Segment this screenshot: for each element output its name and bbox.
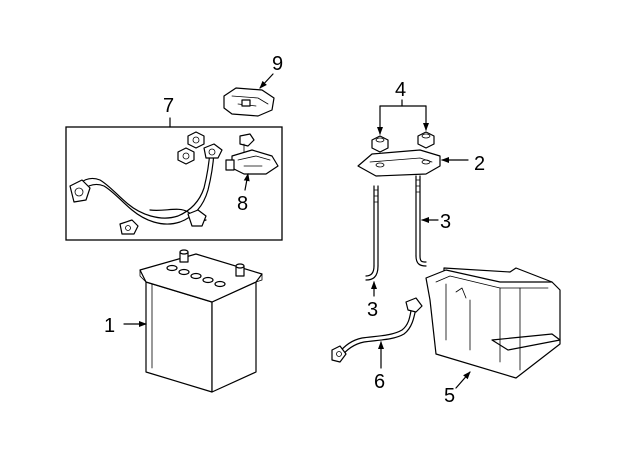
- battery-cell-caps: [166, 264, 226, 288]
- callout-7: 7: [163, 95, 174, 117]
- nuts-part: 4: [371, 79, 435, 153]
- callout-6: 6: [374, 371, 385, 393]
- callout-3-left: 3: [367, 299, 378, 321]
- positive-cable: [69, 143, 223, 227]
- harness-group: 7 8: [65, 95, 283, 241]
- terminal-cover-part: [225, 149, 279, 175]
- callout-1: 1: [104, 315, 115, 337]
- callout-5: 5: [444, 385, 455, 407]
- ground-cable-part: 6: [331, 297, 423, 393]
- harness-inset-box: [65, 126, 283, 241]
- bolt-right-part: 3: [415, 175, 451, 267]
- callout-2: 2: [474, 153, 485, 175]
- battery-part: 1: [104, 249, 263, 393]
- callout-9: 9: [272, 53, 283, 75]
- fuse-box-part: 9: [223, 53, 283, 117]
- hold-plate-part: 2: [357, 149, 485, 177]
- battery-tray-part: 5: [425, 267, 561, 407]
- harness-small-parts: [119, 131, 255, 235]
- callout-4: 4: [395, 79, 406, 101]
- callout-3-right: 3: [440, 211, 451, 233]
- bolt-left-part: 3: [365, 185, 379, 321]
- callout-8: 8: [237, 193, 248, 215]
